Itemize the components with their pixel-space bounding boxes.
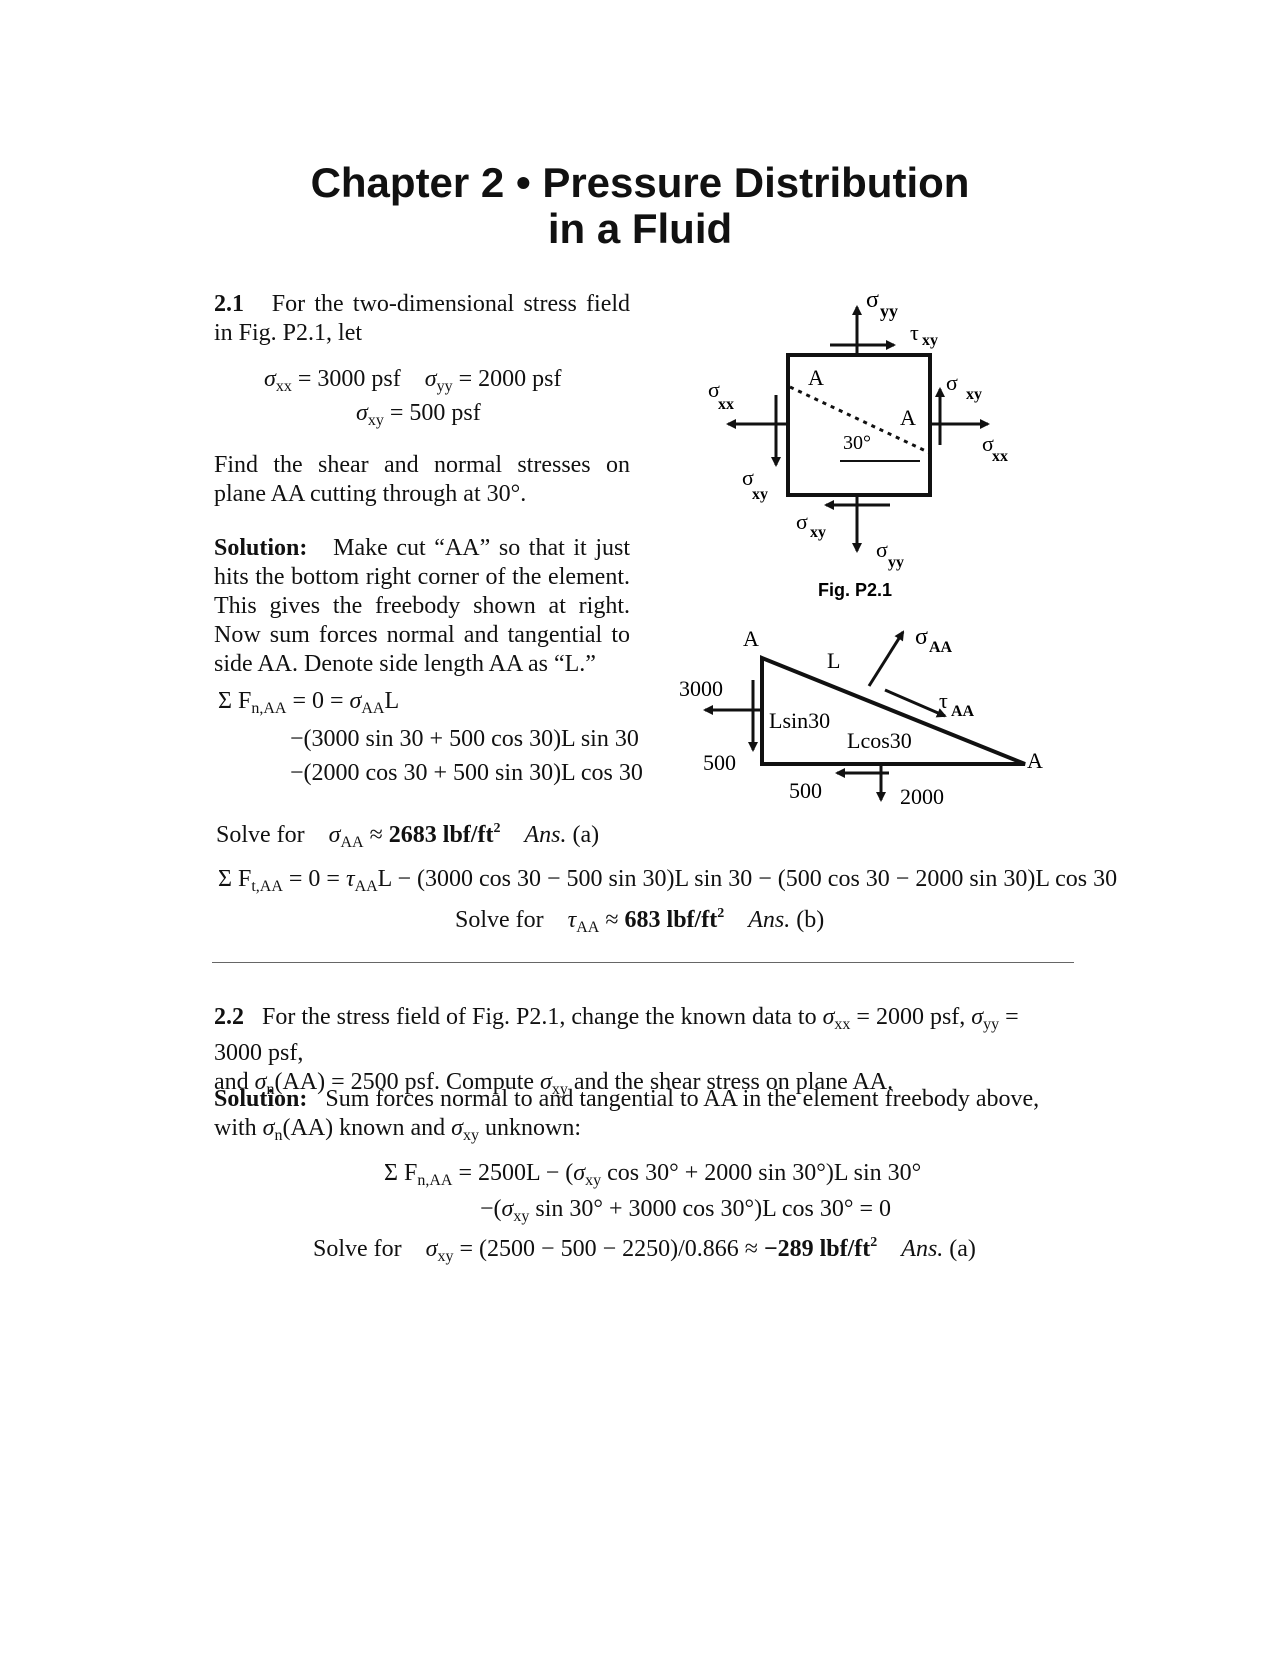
svg-text:AA: AA — [929, 639, 953, 656]
eq-2-2-line1: Σ Fn,AA = 2500L − (σxy cos 30° + 2000 si… — [384, 1160, 922, 1189]
force-2000-label: 2000 — [900, 784, 944, 809]
sigma-xy-bottom-label: σ — [796, 509, 808, 534]
lsin-label: Lsin30 — [769, 708, 830, 733]
problem-text: For the two-dimensional stress field — [271, 291, 631, 317]
problem-2-1-statement: 2.1 For the two-dimensional stress field… — [214, 290, 630, 348]
lcos-label: Lcos30 — [847, 728, 912, 753]
section-divider — [212, 962, 1074, 963]
force-500-left-label: 500 — [703, 750, 736, 775]
answer-b: Solve for τAA ≈ 683 lbf/ft2 Ans. (b) — [455, 906, 825, 936]
sigma-yy-bottom-label: σ — [876, 537, 888, 562]
problem-number: 2.1 — [214, 291, 244, 317]
solution-2-2: Solution: Sum forces normal to and tange… — [214, 1086, 1040, 1144]
problem-number-2-2: 2.2 — [214, 1004, 244, 1030]
freebody-figure: A A L σ AA τ AA Lsin30 Lcos30 3000 500 5… — [679, 624, 1043, 809]
force-500-bottom-label: 500 — [789, 778, 822, 803]
sigma-aa-label: σ — [915, 624, 928, 650]
svg-text:xy: xy — [752, 486, 768, 503]
svg-text:xy: xy — [922, 332, 938, 349]
svg-text:AA: AA — [951, 703, 975, 720]
svg-text:xx: xx — [718, 396, 734, 413]
cut-line-aa — [789, 385, 931, 455]
point-a-right: A — [900, 405, 916, 430]
solution-label-2-2: Solution: — [214, 1086, 308, 1112]
freebody-point-a-top: A — [743, 626, 759, 651]
sigma-yy-top-label: σ — [866, 287, 879, 313]
stress-element-figure: σ yy τ xy σ xy σ xx σ xx σ xy σ xy σ yy … — [708, 287, 1008, 600]
freebody-point-a-right: A — [1027, 748, 1043, 773]
sigma-xy-right-label: σ — [946, 370, 958, 395]
normal-force-equation: Σ Fn,AA = 0 = σAAL — [218, 688, 400, 717]
point-a-top: A — [808, 365, 824, 390]
tau-aa-label: τ — [939, 688, 948, 713]
answer-a: Solve for σAA ≈ 2683 lbf/ft2 Ans. (a) — [216, 821, 600, 851]
answer-2-2: Solve for σxy = (2500 − 500 − 2250)/0.86… — [313, 1235, 976, 1265]
problem-2-2-statement: 2.2 For the stress field of Fig. P2.1, c… — [214, 1004, 1019, 1098]
sigma-xy-left-label: σ — [742, 465, 754, 490]
chapter-title-line1: Chapter 2 • Pressure Distribution — [310, 159, 970, 206]
svg-text:xy: xy — [966, 386, 982, 403]
svg-text:xx: xx — [992, 448, 1008, 465]
given-line-1: σxx = 3000 psf σyy = 2000 psf — [264, 366, 562, 395]
angle-label: 30° — [843, 432, 871, 454]
normal-force-line3: −(2000 cos 30 + 500 sin 30)L cos 30 — [290, 760, 643, 786]
solution-label: Solution: — [214, 535, 308, 561]
eq-2-2-line2: −(σxy sin 30° + 3000 cos 30°)L cos 30° =… — [480, 1196, 891, 1225]
given-line-2: σxy = 500 psf — [356, 400, 481, 429]
sigma-xx-right-label: σ — [982, 431, 994, 456]
sigma-xx-left-label: σ — [708, 377, 720, 402]
tangential-force-equation: Σ Ft,AA = 0 = τAAL − (3000 cos 30 − 500 … — [218, 866, 1118, 895]
svg-text:yy: yy — [880, 301, 898, 321]
solution-2-1: Solution: Make cut “AA” so that it just … — [214, 534, 630, 679]
tau-xy-top-label: τ — [910, 320, 919, 345]
normal-force-line2: −(3000 sin 30 + 500 cos 30)L sin 30 — [290, 726, 639, 752]
svg-text:xy: xy — [810, 524, 826, 541]
svg-text:yy: yy — [888, 554, 904, 571]
solution-text: Make cut “AA” so that it just hits the b… — [214, 535, 630, 677]
chapter-title: Chapter 2 • Pressure Distribution in a F… — [0, 160, 1280, 252]
find-text: Find the shear and normal stresses on pl… — [214, 452, 630, 507]
problem-text-2: in Fig. P2.1, let — [214, 320, 363, 346]
figure-caption: Fig. P2.1 — [818, 580, 892, 600]
side-length-label: L — [827, 648, 840, 673]
chapter-title-line2: in a Fluid — [547, 205, 733, 252]
force-3000-label: 3000 — [679, 676, 723, 701]
